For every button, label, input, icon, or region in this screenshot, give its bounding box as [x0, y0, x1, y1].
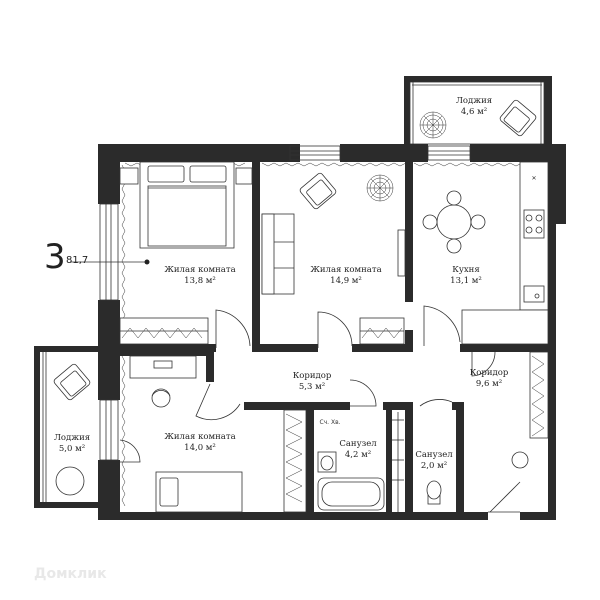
room-name: Кухня	[452, 265, 479, 275]
room-name: Коридор	[470, 368, 509, 378]
bathroom-2	[392, 399, 453, 512]
wardrobe-icon	[119, 317, 209, 345]
windows	[99, 145, 471, 461]
dining-table-icon	[422, 190, 486, 254]
armchair-icon	[499, 99, 537, 137]
loggia-left	[34, 346, 100, 508]
room-labels: Лоджия 4,6 м² Жилая комната 13,8 м² Жила…	[54, 96, 509, 471]
room-area: 5,3 м²	[299, 382, 325, 392]
tv-stand-icon	[397, 229, 406, 277]
room-name: Лоджия	[54, 433, 90, 443]
kitchen-counter-icon: ✕	[461, 161, 549, 345]
room-area: 5,0 м²	[59, 444, 85, 454]
round-table-icon	[55, 466, 85, 496]
single-bed-icon	[155, 471, 243, 513]
plant-icon	[366, 174, 394, 202]
watermark-logo: Домклик	[34, 566, 107, 582]
total-area: 81,7	[66, 255, 89, 266]
room-area: 9,6 м²	[476, 379, 502, 389]
meter-label: Сч. Хв.	[319, 419, 340, 426]
room-name: Коридор	[293, 371, 332, 381]
room-area: 2,0 м²	[421, 461, 447, 471]
room-area: 13,1 м²	[450, 276, 482, 286]
bedroom-1	[70, 161, 253, 348]
room-area: 4,6 м²	[461, 107, 487, 117]
room-name: Жилая комната	[164, 432, 235, 442]
interior-walls	[120, 162, 556, 520]
room-area: 4,2 м²	[345, 450, 371, 460]
bathroom-1	[317, 379, 385, 511]
kitchen: ✕	[413, 161, 549, 346]
room-name: Лоджия	[456, 96, 492, 106]
double-bed-icon	[119, 161, 253, 249]
room-area: 14,0 м²	[184, 443, 216, 453]
armchair-icon	[299, 172, 337, 210]
room-area: 13,8 м²	[184, 276, 216, 286]
room-name: Санузел	[415, 450, 453, 460]
desk-icon	[129, 355, 197, 408]
outer-walls	[98, 144, 566, 520]
room-area: 14,9 м²	[330, 276, 362, 286]
room-name: Жилая комната	[310, 265, 381, 275]
bedroom-2	[261, 162, 407, 348]
room-count: 3	[44, 237, 66, 277]
room-name: Санузел	[339, 439, 377, 449]
corridor-right	[471, 351, 549, 513]
room-name: Жилая комната	[164, 265, 235, 275]
loggia-top	[404, 76, 552, 146]
wardrobe-icon	[283, 409, 307, 513]
svg-text:✕: ✕	[531, 175, 536, 182]
sofa-icon	[261, 213, 295, 295]
plant-icon	[419, 111, 447, 139]
bedroom-3	[119, 355, 307, 513]
wardrobe-icon	[359, 317, 405, 345]
armchair-icon	[53, 363, 91, 401]
